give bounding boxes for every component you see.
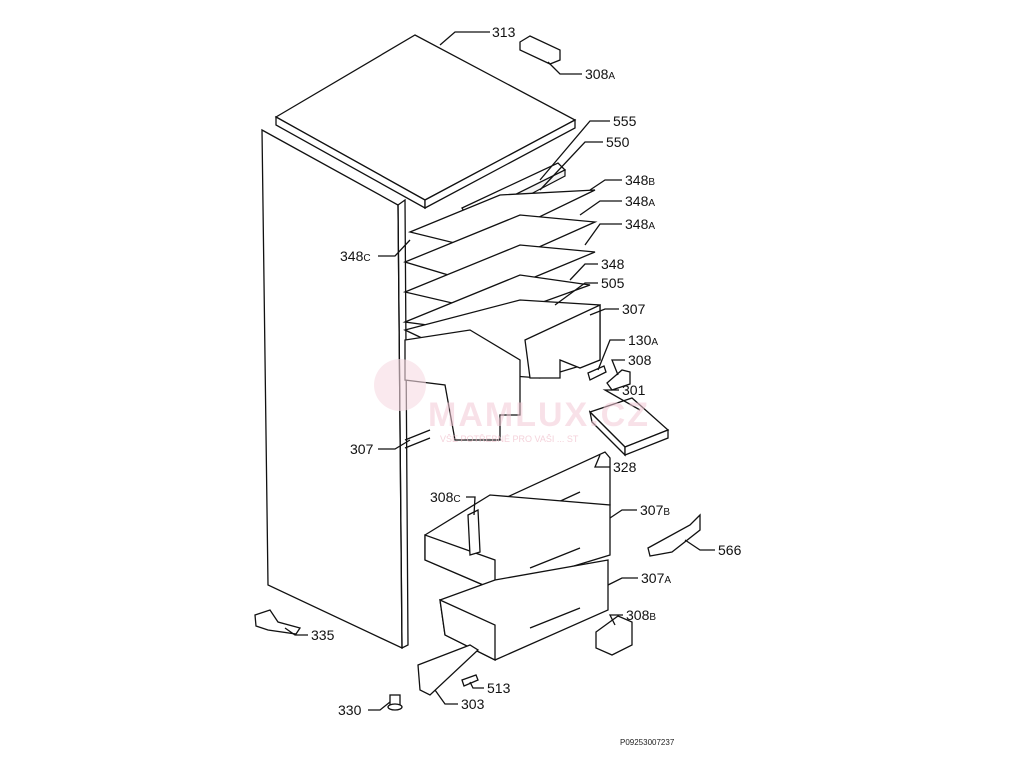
drawing-code: P09253007237 xyxy=(620,738,675,747)
label-307a: 307A xyxy=(641,570,671,586)
drawers xyxy=(424,451,611,662)
ice-tray xyxy=(588,397,670,457)
freezer-baskets xyxy=(403,299,601,441)
label-313: 313 xyxy=(492,24,516,40)
label-308b: 308B xyxy=(626,607,656,623)
top-cover xyxy=(274,34,577,210)
part-130a xyxy=(587,365,607,381)
hinge-308b xyxy=(595,615,633,656)
label-308: 308 xyxy=(628,352,652,368)
part-308 xyxy=(606,369,631,391)
cabinet-body xyxy=(261,128,431,650)
watermark-logo: MAMLUX.CZ VŠE POTŘEBNÉ PRO VAŠI ... ST xyxy=(374,359,650,444)
part-566 xyxy=(647,513,701,557)
label-303: 303 xyxy=(461,696,485,712)
label-550: 550 xyxy=(606,134,630,150)
watermark-brand: MAMLUX.CZ xyxy=(428,396,650,434)
label-330: 330 xyxy=(338,702,362,718)
label-308c: 308C xyxy=(430,489,461,505)
label-335: 335 xyxy=(311,627,335,643)
label-348b: 348B xyxy=(625,172,655,188)
label-328: 328 xyxy=(613,459,637,475)
part-513 xyxy=(461,674,479,687)
label-308a-top: 308A xyxy=(585,66,615,82)
label-130a: 130A xyxy=(628,332,658,348)
label-301: 301 xyxy=(622,382,646,398)
label-348: 348 xyxy=(601,256,625,272)
part-335 xyxy=(254,609,302,635)
label-307b: 307B xyxy=(640,502,670,518)
leader-lines xyxy=(284,31,715,711)
label-307-left: 307 xyxy=(350,441,374,457)
label-555: 555 xyxy=(613,113,637,129)
label-348a-1: 348A xyxy=(625,193,655,209)
label-566: 566 xyxy=(718,542,742,558)
label-348a-2: 348A xyxy=(625,216,655,232)
watermark-tagline: VŠE POTŘEBNÉ PRO VAŠI ... ST xyxy=(440,434,579,444)
plinth-303 xyxy=(417,644,480,696)
part-labels: 313 308A 555 550 348B 348A 348A 348C 348… xyxy=(311,24,742,747)
label-513: 513 xyxy=(487,680,511,696)
label-307-right: 307 xyxy=(622,301,646,317)
label-505: 505 xyxy=(601,275,625,291)
hinge-top xyxy=(519,35,561,65)
foot-330 xyxy=(387,694,403,711)
label-348c: 348C xyxy=(340,248,371,264)
